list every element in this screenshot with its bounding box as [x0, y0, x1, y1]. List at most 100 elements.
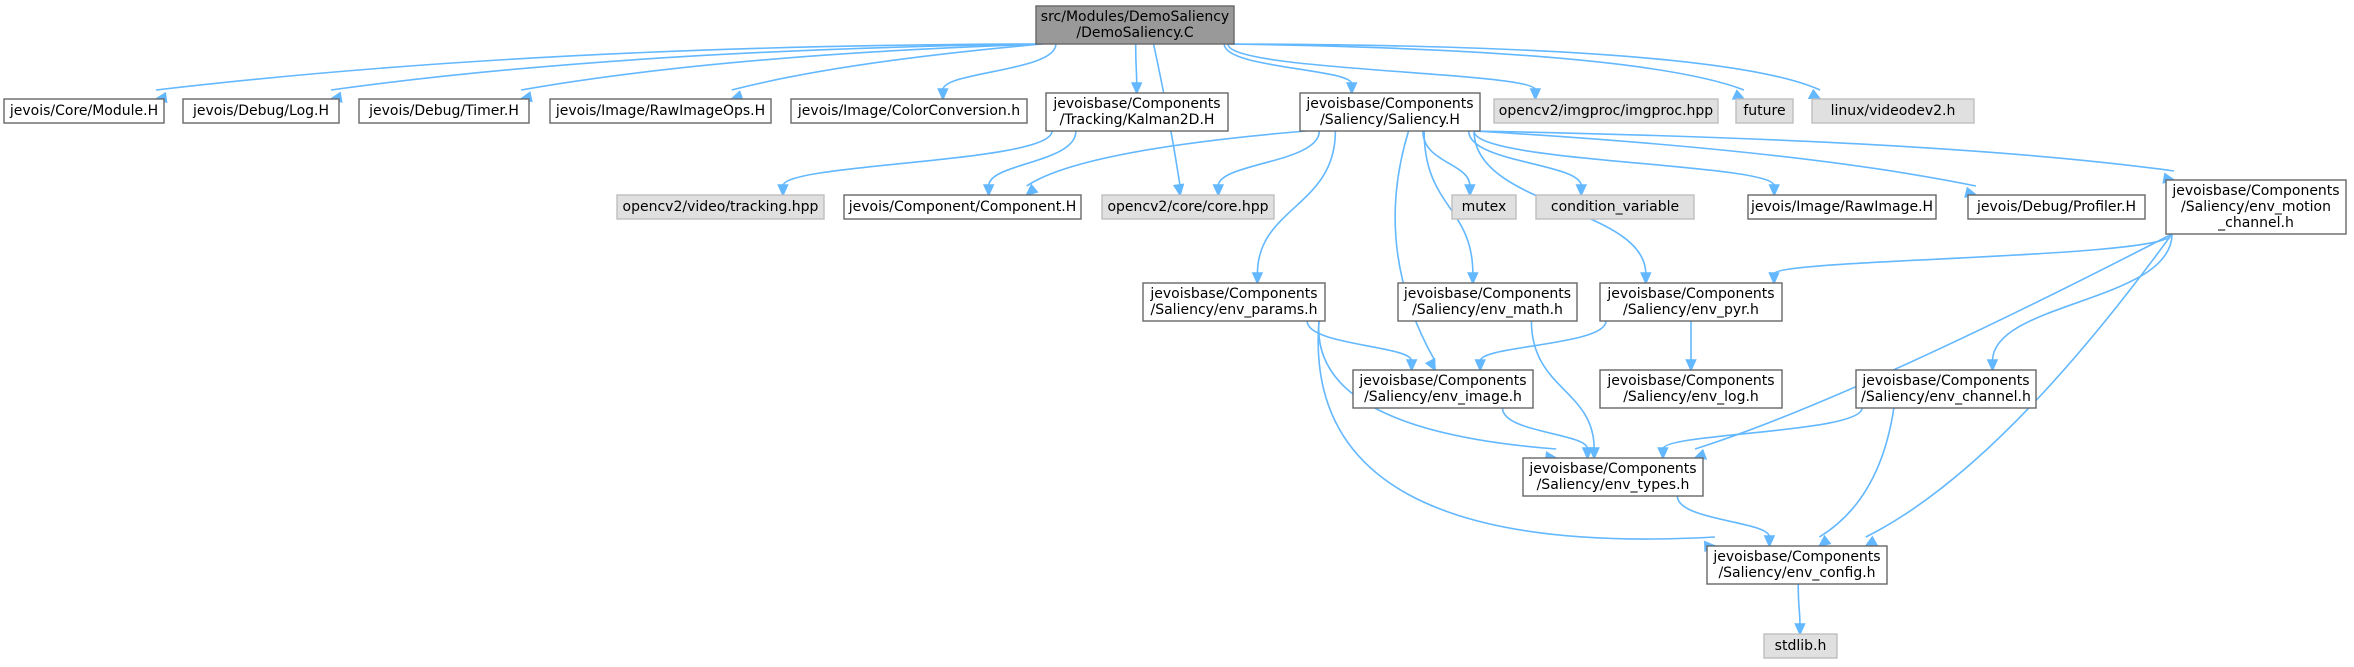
edge-line — [1865, 233, 2173, 538]
edge-env-params-h-to-env-image-h — [1306, 320, 1418, 372]
edge-line — [1662, 407, 1863, 450]
node-label-line: /Saliency/env_motion — [2181, 199, 2331, 215]
node-env-image-h[interactable]: jevoisbase/Components/Saliency/env_image… — [1352, 369, 1534, 409]
edge-line — [520, 43, 1043, 91]
node-kalman2d-h[interactable]: jevoisbase/Components/Tracking/Kalman2D.… — [1045, 92, 1229, 132]
node-label-line: jevois/Image/RawImageOps.H — [555, 103, 765, 119]
edge-line — [1473, 130, 2175, 172]
edge-arrowhead — [1529, 88, 1542, 101]
edge-saliency-h-to-mutex — [1422, 130, 1476, 197]
node-rawimage-h[interactable]: jevois/Image/RawImage.H — [1747, 194, 1937, 220]
node-saliency-h[interactable]: jevoisbase/Components/Saliency/Saliency.… — [1299, 92, 1481, 132]
node-label-line: jevois/Debug/Timer.H — [368, 103, 519, 119]
node-imgproc-hpp[interactable]: opencv2/imgproc/imgproc.hpp — [1493, 98, 1719, 124]
node-env-motion-channel-h[interactable]: jevoisbase/Components/Saliency/env_motio… — [2165, 179, 2347, 235]
node-colorconversion-h[interactable]: jevois/Image/ColorConversion.h — [790, 98, 1028, 124]
edge-line — [1227, 43, 1537, 91]
node-log-h[interactable]: jevois/Debug/Log.H — [182, 98, 340, 124]
edge-env-math-h-to-env-types-h — [1530, 320, 1600, 460]
edge-root-to-colorconversion-h — [937, 43, 1057, 101]
edge-line — [1694, 233, 2173, 450]
node-module-h[interactable]: jevois/Core/Module.H — [3, 98, 165, 124]
edge-line — [1026, 130, 1307, 187]
node-future[interactable]: future — [1735, 98, 1794, 124]
edge-arrowhead — [1731, 89, 1746, 100]
edge-root-to-module-h — [154, 43, 1043, 104]
node-box — [358, 98, 530, 124]
edge-env-channel-h-to-env-config-h — [1817, 407, 1895, 548]
edge-arrowhead — [1464, 184, 1476, 197]
edge-root-to-timer-h — [519, 43, 1043, 103]
node-label-line: linux/videodev2.h — [1831, 103, 1956, 119]
edge-saliency-h-to-rawimage-h — [1473, 130, 1780, 197]
node-videodev2-h[interactable]: linux/videodev2.h — [1811, 98, 1975, 124]
node-box — [549, 98, 772, 124]
node-env-types-h[interactable]: jevoisbase/Components/Saliency/env_types… — [1522, 457, 1704, 497]
node-label-line: jevois/Image/ColorConversion.h — [797, 103, 1020, 119]
edge-arrowhead — [1807, 88, 1822, 100]
node-label-line: jevois/Image/RawImage.H — [1750, 199, 1933, 215]
node-timer-h[interactable]: jevois/Debug/Timer.H — [358, 98, 530, 124]
node-label-line: jevois/Component/Component.H — [848, 199, 1077, 215]
edge-arrowhead — [1424, 357, 1436, 372]
edge-arrowhead — [1575, 184, 1587, 197]
node-env-math-h[interactable]: jevoisbase/Components/Saliency/env_math.… — [1397, 282, 1578, 322]
edge-line — [731, 43, 1043, 91]
node-condition-variable[interactable]: condition_variable — [1535, 194, 1695, 220]
edge-root-to-future — [1227, 43, 1746, 100]
node-box — [2165, 179, 2347, 235]
node-box — [1535, 194, 1695, 220]
node-label-line: opencv2/video/tracking.hpp — [623, 199, 819, 215]
edge-line — [782, 130, 1053, 187]
edge-env-channel-h-to-env-types-h — [1657, 407, 1863, 460]
node-box — [1493, 98, 1719, 124]
node-stdlib-h[interactable]: stdlib.h — [1763, 633, 1838, 659]
node-box — [1747, 194, 1937, 220]
node-box — [1967, 194, 2146, 220]
node-profiler-h[interactable]: jevois/Debug/Profiler.H — [1967, 194, 2146, 220]
node-box — [1522, 457, 1704, 497]
edge-saliency-h-to-core-hpp — [1212, 130, 1321, 197]
node-label-line: opencv2/imgproc/imgproc.hpp — [1499, 103, 1713, 119]
node-label-line: /DemoSaliency.C — [1076, 25, 1193, 41]
node-env-config-h[interactable]: jevoisbase/Components/Saliency/env_confi… — [1706, 545, 1888, 585]
node-tracking-hpp[interactable]: opencv2/video/tracking.hpp — [616, 194, 825, 220]
edge-arrowhead — [1794, 623, 1806, 636]
node-label-line: jevoisbase/Components — [1403, 286, 1571, 302]
node-root: src/Modules/DemoSaliency/DemoSaliency.C — [1035, 5, 1235, 45]
node-label-line: /Saliency/env_types.h — [1537, 477, 1690, 493]
node-env-channel-h[interactable]: jevoisbase/Components/Saliency/env_chann… — [1855, 369, 2037, 409]
edge-arrowhead — [1130, 82, 1143, 95]
edge-root-to-saliency-h — [1223, 43, 1358, 95]
node-label-line: jevoisbase/Components — [1052, 96, 1220, 112]
node-component-h[interactable]: jevois/Component/Component.H — [843, 194, 1082, 220]
edge-env-params-h-to-env-config-h — [1317, 320, 1717, 553]
edge-arrowhead — [937, 88, 949, 101]
edge-line — [330, 43, 1043, 91]
node-env-params-h[interactable]: jevoisbase/Components/Saliency/env_param… — [1142, 282, 1326, 322]
node-label-line: jevoisbase/Components — [1528, 461, 1696, 477]
node-label-line: jevoisbase/Components — [1606, 373, 1774, 389]
node-label-line: src/Modules/DemoSaliency — [1041, 9, 1229, 25]
node-label-line: opencv2/core/core.hpp — [1107, 199, 1268, 215]
edge-line — [1317, 320, 1716, 540]
node-label-line: jevois/Debug/Log.H — [192, 103, 329, 119]
node-rawimageops-h[interactable]: jevois/Image/RawImageOps.H — [549, 98, 772, 124]
node-box — [616, 194, 825, 220]
node-box — [1397, 282, 1578, 322]
node-env-pyr-h[interactable]: jevoisbase/Components/Saliency/env_pyr.h — [1599, 282, 1783, 322]
node-box — [1035, 5, 1235, 45]
node-box — [3, 98, 165, 124]
edge-saliency-h-to-env-math-h — [1423, 130, 1479, 285]
edge-arrowhead — [777, 184, 789, 197]
edge-env-motion-channel-h-to-env-channel-h — [1986, 233, 2173, 372]
edge-arrowhead — [1986, 359, 1999, 372]
node-mutex[interactable]: mutex — [1451, 194, 1517, 220]
node-label-line: jevoisbase/Components — [1149, 286, 1317, 302]
node-label-line: jevois/Core/Module.H — [9, 103, 158, 119]
edge-line — [1818, 407, 1895, 538]
edge-arrowhead — [1212, 184, 1225, 197]
node-core-hpp[interactable]: opencv2/core/core.hpp — [1101, 194, 1275, 220]
edge-arrowhead — [1581, 447, 1594, 460]
node-env-log-h[interactable]: jevoisbase/Components/Saliency/env_log.h — [1599, 369, 1783, 409]
